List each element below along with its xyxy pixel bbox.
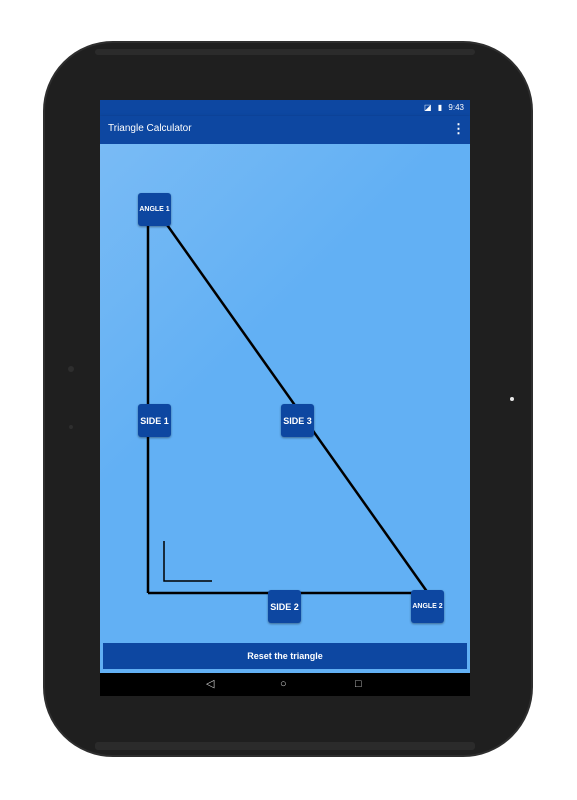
app-bar: Triangle Calculator ⋮ bbox=[100, 116, 470, 144]
led-dot bbox=[510, 397, 514, 401]
camera-dot bbox=[68, 366, 74, 372]
speaker-grille-top bbox=[95, 49, 475, 55]
side-1-button[interactable]: SIDE 1 bbox=[138, 404, 171, 437]
side-3-line bbox=[146, 197, 430, 594]
side-3-button[interactable]: SIDE 3 bbox=[281, 404, 314, 437]
notification-icon: ◪ bbox=[423, 103, 432, 112]
screen: ◪ ▮ 9:43 Triangle Calculator ⋮ ANGLE 1 S… bbox=[100, 100, 470, 696]
battery-icon: ▮ bbox=[437, 103, 443, 112]
triangle-canvas: ANGLE 1 SIDE 1 SIDE 3 SIDE 2 ANGLE 2 bbox=[100, 144, 470, 646]
side-2-button[interactable]: SIDE 2 bbox=[268, 590, 301, 623]
reset-button[interactable]: Reset the triangle bbox=[103, 643, 467, 669]
right-angle-marker bbox=[163, 541, 212, 582]
angle-2-button[interactable]: ANGLE 2 bbox=[411, 590, 444, 623]
status-bar: ◪ ▮ 9:43 bbox=[100, 100, 470, 116]
app-title: Triangle Calculator bbox=[108, 123, 192, 134]
recents-icon[interactable]: □ bbox=[355, 678, 362, 690]
speaker-grille-bottom bbox=[95, 742, 475, 750]
more-vert-icon[interactable]: ⋮ bbox=[452, 121, 465, 136]
back-icon[interactable]: ◁ bbox=[206, 678, 215, 690]
navigation-bar: ◁ ○ □ bbox=[100, 673, 470, 696]
angle-1-button[interactable]: ANGLE 1 bbox=[138, 193, 171, 226]
status-time: 9:43 bbox=[448, 103, 464, 112]
home-icon[interactable]: ○ bbox=[280, 678, 287, 690]
sensor-dot bbox=[69, 425, 73, 429]
